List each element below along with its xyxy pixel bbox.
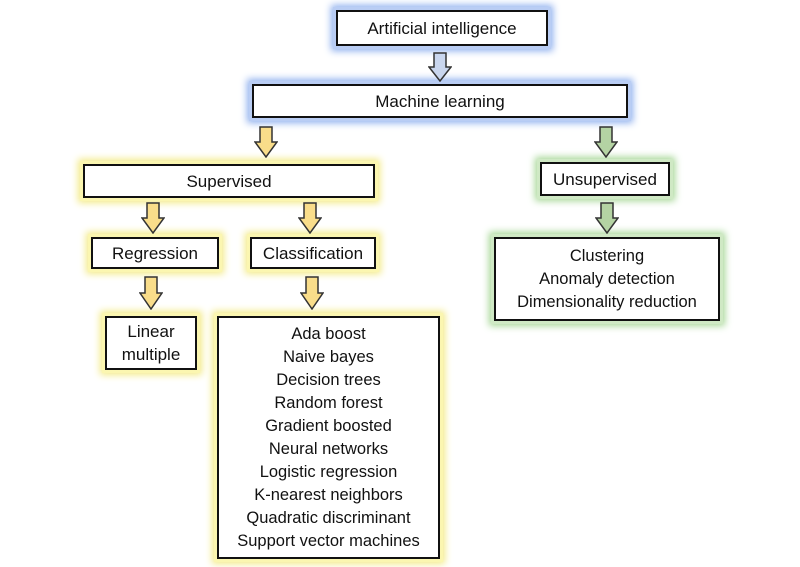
- method-item: Anomaly detection: [539, 269, 675, 288]
- machine-learning-label: Machine learning: [375, 91, 505, 111]
- method-item: Gradient boosted: [265, 416, 392, 435]
- method-item: Random forest: [274, 393, 383, 412]
- arrow-regression-to-methods: [139, 276, 163, 310]
- method-item: Ada boost: [291, 324, 366, 343]
- arrow-supervised-to-classification: [298, 202, 322, 234]
- method-item: Clustering: [569, 246, 645, 265]
- method-item: Dimensionality reduction: [517, 292, 697, 311]
- unsupervised-label: Unsupervised: [553, 169, 657, 189]
- artificial-intelligence-box: Artificial intelligence: [336, 10, 548, 46]
- method-item: Logistic regression: [259, 462, 398, 481]
- classification-methods-box: Ada boost Naive bayes Decision trees Ran…: [217, 316, 440, 559]
- regression-methods-box: Linear multiple: [105, 316, 197, 370]
- supervised-box: Supervised: [83, 164, 375, 198]
- regression-box: Regression: [91, 237, 219, 269]
- classification-box: Classification: [250, 237, 376, 269]
- arrow-ai-to-ml: [428, 52, 452, 82]
- method-item: Neural networks: [268, 439, 389, 458]
- classification-label: Classification: [262, 243, 364, 263]
- unsupervised-box: Unsupervised: [540, 162, 670, 196]
- method-item: K-nearest neighbors: [254, 485, 403, 504]
- method-item: Decision trees: [276, 370, 381, 389]
- arrow-supervised-to-regression: [141, 202, 165, 234]
- unsupervised-methods-box: Clustering Anomaly detection Dimensional…: [494, 237, 720, 321]
- method-item: Naive bayes: [283, 347, 374, 366]
- machine-learning-box: Machine learning: [252, 84, 628, 118]
- method-item: Quadratic discriminant: [246, 508, 411, 527]
- artificial-intelligence-label: Artificial intelligence: [367, 18, 517, 38]
- method-item: Linear: [127, 322, 175, 341]
- arrow-ml-to-unsupervised: [594, 126, 618, 158]
- unsupervised-methods-list: Clustering Anomaly detection Dimensional…: [517, 245, 697, 314]
- arrow-unsupervised-to-methods: [595, 202, 619, 234]
- arrow-classification-to-methods: [300, 276, 324, 310]
- method-item: Support vector machines: [237, 531, 420, 550]
- arrow-ml-to-supervised: [254, 126, 278, 158]
- method-item: multiple: [121, 345, 181, 364]
- supervised-label: Supervised: [186, 171, 272, 191]
- regression-label: Regression: [112, 243, 198, 263]
